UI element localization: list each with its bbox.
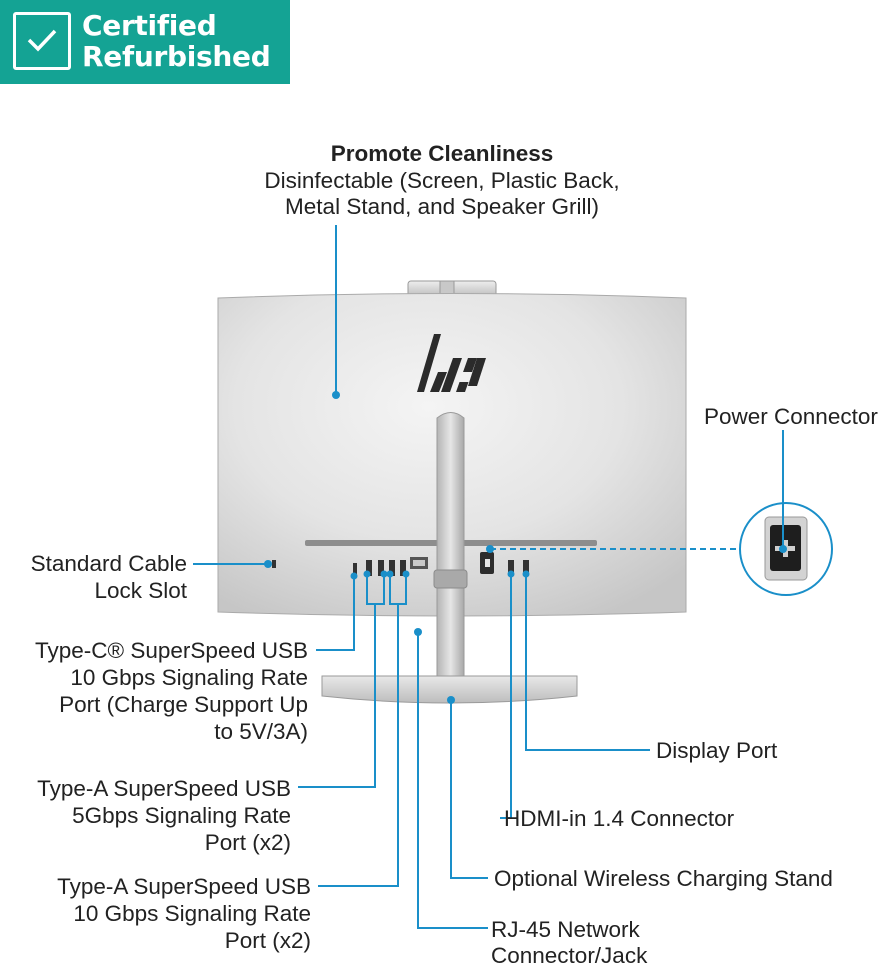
- badge-line-2: Refurbished: [82, 40, 271, 73]
- badge-line-1: Certified: [82, 9, 217, 42]
- typea-10g-label-2: 10 Gbps Signaling Rate: [73, 901, 311, 926]
- stand: [321, 412, 578, 704]
- cleanliness-desc-2: Metal Stand, and Speaker Grill): [285, 194, 599, 219]
- hp-logo: [417, 334, 486, 392]
- power-connector-label: Power Connector: [704, 404, 878, 429]
- certified-refurbished-badge: Certified Refurbished: [0, 0, 290, 84]
- webcam: [407, 280, 497, 298]
- cleanliness-desc-1: Disinfectable (Screen, Plastic Back,: [264, 168, 620, 193]
- callout-leaders: [193, 225, 784, 929]
- typec-label-3: Port (Charge Support Up: [59, 692, 308, 717]
- display-port-label: Display Port: [656, 738, 778, 763]
- port-panel: [353, 552, 529, 576]
- rj45-label-2: Connector/Jack: [491, 943, 648, 968]
- cable-lock-label-2: Lock Slot: [94, 578, 187, 603]
- typea-10g-label-3: Port (x2): [224, 928, 311, 953]
- typea-5g-label-1: Type-A SuperSpeed USB: [37, 776, 291, 801]
- badge-text: Certified Refurbished: [82, 9, 271, 73]
- typec-label-1: Type-C® SuperSpeed USB: [35, 638, 308, 663]
- cable-lock-label-1: Standard Cable: [30, 551, 187, 576]
- typec-label-4: to 5V/3A): [214, 719, 308, 744]
- typea-10g-label-1: Type-A SuperSpeed USB: [57, 874, 311, 899]
- cable-lock-slot: [272, 560, 276, 568]
- typec-label-2: 10 Gbps Signaling Rate: [70, 665, 308, 690]
- hdmi-label: HDMI-in 1.4 Connector: [504, 806, 735, 831]
- cleanliness-title: Promote Cleanliness: [330, 141, 554, 166]
- wireless-charging-label: Optional Wireless Charging Stand: [494, 866, 833, 891]
- callout-dots: [264, 391, 787, 704]
- rj45-label-1: RJ-45 Network: [491, 917, 640, 942]
- typea-5g-label-2: 5Gbps Signaling Rate: [72, 803, 291, 828]
- typea-5g-label-3: Port (x2): [204, 830, 291, 855]
- check-icon: [13, 12, 71, 70]
